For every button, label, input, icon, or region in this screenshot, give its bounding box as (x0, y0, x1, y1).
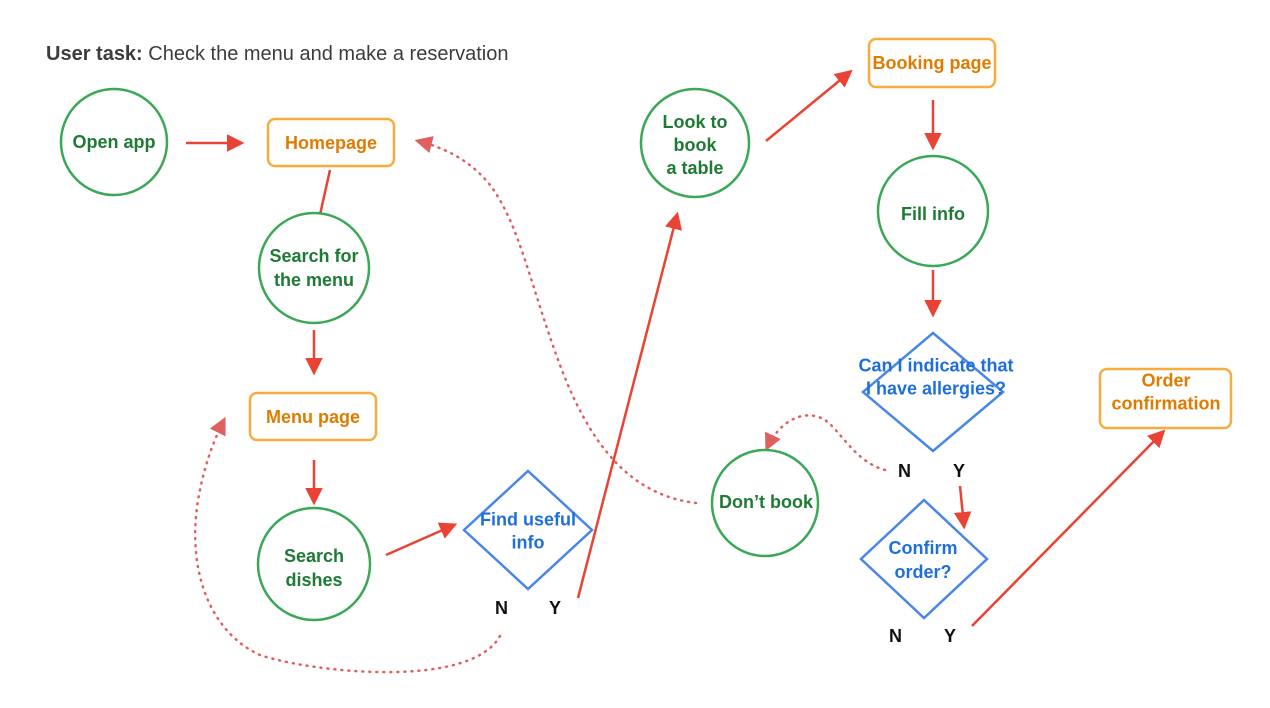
label-order-confirmation: Order confirmation (1111, 371, 1220, 414)
node-fill-info-circle (876, 154, 990, 268)
label-find-info: Find useful info (480, 510, 576, 553)
node-label-line: confirmation (1111, 394, 1220, 414)
label-search-dishes: Search dishes (284, 546, 344, 590)
label-open-app: Open app (72, 132, 155, 152)
node-label-line: a table (666, 158, 723, 178)
node-label-line: Can I indicate that (858, 356, 1013, 376)
node-dont-book-circle (710, 448, 820, 558)
user-task-prefix: User task: (46, 43, 143, 65)
label-fill-info: Fill info (901, 204, 965, 224)
label-booking-page: Booking page (872, 53, 991, 73)
dotted-find-no-to-menu-page (193, 416, 502, 674)
allergy-yes-label: Y (953, 461, 965, 481)
arrow-confirm-yes-to-order-confirmation (971, 429, 1166, 627)
node-order-confirmation-box (1098, 367, 1233, 430)
node-label-line: order? (894, 562, 951, 582)
solid-arrows (186, 69, 1166, 627)
dotted-allergy-no-to-dont-book (764, 414, 887, 472)
node-label-line: Menu page (266, 407, 360, 427)
node-label-line: Search (284, 546, 344, 566)
label-homepage: Homepage (285, 133, 377, 153)
confirm-yes-label: Y (944, 626, 956, 646)
label-menu-page: Menu page (266, 407, 360, 427)
node-search-menu-circle (257, 211, 371, 325)
label-dont-book: Don’t book (719, 492, 814, 512)
node-menu-page-box (248, 391, 378, 442)
node-label-line: Homepage (285, 133, 377, 153)
node-look-to-book-circle (639, 87, 751, 199)
node-confirm-order-diamond (859, 498, 989, 620)
node-label-line: Booking page (872, 53, 991, 73)
node-label-line: Fill info (901, 204, 965, 224)
find-no-label: N (495, 598, 508, 618)
label-allergies: Can I indicate that I have allergies? (858, 356, 1013, 399)
user-task-text: Check the menu and make a reservation (143, 43, 509, 65)
user-task-line: User task: Check the menu and make a res… (46, 43, 508, 65)
node-label-line: book (674, 135, 718, 155)
node-label-line: info (512, 533, 545, 553)
node-open-app-circle (59, 87, 169, 197)
arrow-find-yes-to-look-book (576, 211, 682, 599)
node-allergies-diamond (861, 331, 1005, 453)
node-label-line: Search for (269, 246, 358, 266)
dotted-arrows (193, 136, 887, 674)
label-search-menu: Search for the menu (269, 246, 358, 290)
node-find-info-diamond (462, 469, 594, 591)
node-booking-page-box (867, 37, 997, 89)
node-label-line: dishes (285, 570, 342, 590)
node-label-line: Find useful (480, 510, 576, 530)
label-look-to-book: Look to book a table (663, 112, 728, 178)
node-search-dishes-circle (256, 506, 372, 622)
arrow-look-book-to-booking (765, 69, 853, 142)
arrow-allergy-yes-to-confirm (953, 485, 972, 530)
label-confirm-order: Confirm order? (889, 538, 958, 582)
node-label-line: Confirm (889, 538, 958, 558)
node-label-line: Don’t book (719, 492, 814, 512)
node-label-line: I have allergies? (866, 379, 1006, 399)
allergy-no-label: N (898, 461, 911, 481)
node-label-line: Look to (663, 112, 728, 132)
node-labels: Open app Homepage Search for the menu Men… (72, 53, 1220, 590)
confirm-no-label: N (889, 626, 902, 646)
find-yes-label: Y (549, 598, 561, 618)
node-label-line: Open app (72, 132, 155, 152)
node-label-line: Order (1141, 371, 1190, 391)
node-homepage-box (266, 117, 396, 168)
dotted-dont-book-to-homepage (414, 136, 698, 505)
node-label-line: the menu (274, 270, 354, 290)
arrow-search-dishes-to-find-info (385, 522, 458, 557)
